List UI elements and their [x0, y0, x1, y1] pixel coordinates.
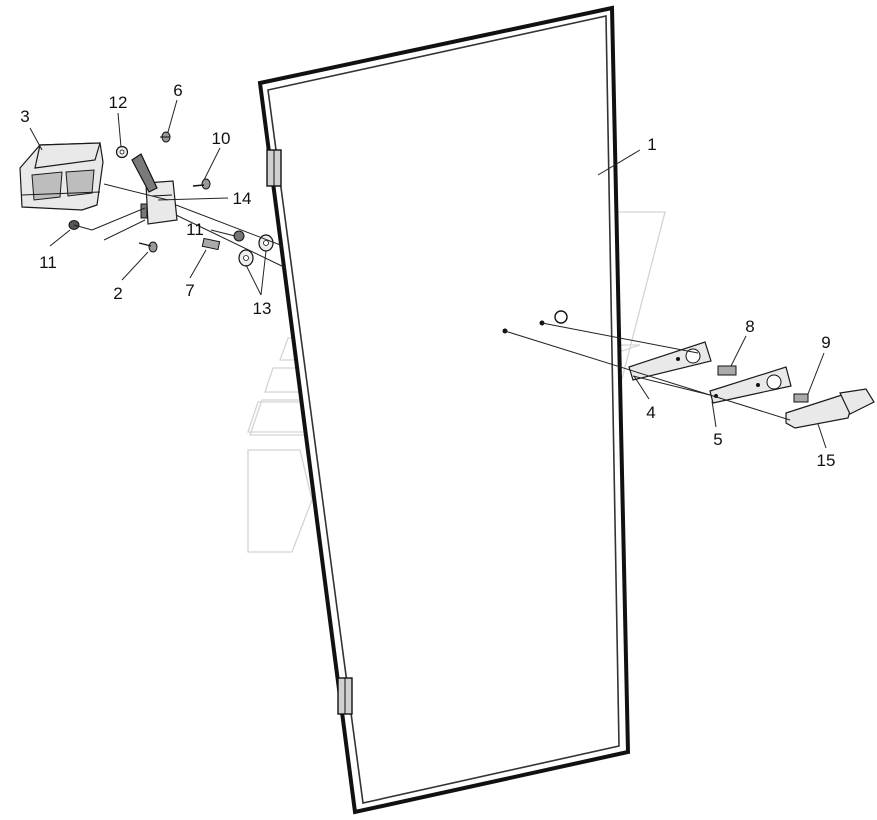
screw-2: [148, 241, 158, 253]
callout-5: 5: [713, 430, 722, 449]
nut-11-right: [233, 230, 245, 242]
callout-2: 2: [113, 284, 122, 303]
callout-10: 10: [212, 129, 231, 148]
outer-handle: [785, 388, 875, 429]
callout-11-left: 11: [39, 253, 57, 272]
handle-hole: [554, 310, 568, 324]
callout-15: 15: [817, 451, 836, 470]
bolt-9: [793, 393, 809, 403]
callout-9: 9: [821, 333, 830, 352]
bolt-8: [717, 365, 737, 376]
callout-11-right: 11: [186, 220, 204, 239]
screw-10: [201, 178, 211, 190]
leader-lines: [29, 99, 827, 449]
callout-12: 12: [109, 93, 128, 112]
lock-housing: [19, 142, 104, 211]
callout-13: 13: [253, 299, 272, 318]
callout-14: 14: [233, 189, 252, 208]
handle-plates: [628, 341, 809, 404]
callout-6: 6: [173, 81, 182, 100]
callout-8: 8: [745, 317, 754, 336]
bolt-7: [201, 237, 221, 251]
callout-1: 1: [647, 135, 656, 154]
lock-mechanism: [131, 153, 178, 225]
fasteners: [68, 131, 274, 267]
callout-4: 4: [646, 403, 655, 422]
door-panel: [257, 5, 631, 815]
callout-labels: 1 2 3 4 5 6 7 8 9 10 11 11 12 13 14 15: [20, 81, 835, 470]
callout-3: 3: [20, 107, 29, 126]
callout-7: 7: [185, 281, 194, 300]
